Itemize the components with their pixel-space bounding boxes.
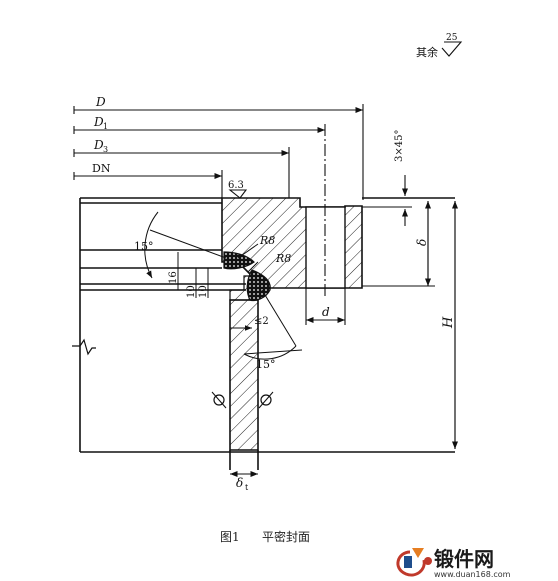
dim-D1-sub: 1 [103, 122, 108, 131]
watermark-name: 锻件网 [434, 547, 494, 571]
roughness-symbol-63 [228, 189, 248, 199]
dim-delta-t-sub: t [245, 483, 249, 492]
radius-label-upper: R8 [259, 234, 275, 247]
dim-10-a: 10 [186, 285, 197, 298]
dim-DN: DN [92, 162, 111, 175]
dim-10-b: 10 [198, 285, 209, 298]
gasket-upper [223, 251, 255, 270]
angle-label-lower: 15° [256, 358, 276, 371]
weld-symbol-left [213, 394, 225, 406]
dim-H: H [441, 316, 456, 329]
dim-D3-sub: 3 [103, 145, 108, 154]
le2-label: ≤2 [254, 316, 269, 327]
dim-D1: D [93, 115, 104, 129]
dim-D: D [95, 95, 106, 109]
roughness-symbol-top [441, 41, 463, 57]
dim-D3: D [93, 138, 104, 152]
watermark-url: www.duan168.com [434, 570, 511, 579]
dim-d: d [322, 305, 330, 319]
dim-16: 16 [168, 271, 179, 284]
chamfer-label: 3×45° [394, 130, 405, 162]
figure-title: 平密封面 [262, 529, 310, 544]
break-symbol [72, 338, 96, 356]
weld-symbol-right [260, 394, 272, 406]
surface-finish-value: 6.3 [228, 180, 244, 191]
dim-delta: δ [415, 239, 429, 246]
radius-label-lower: R8 [275, 252, 291, 265]
roughness-value: 25 [446, 33, 458, 43]
roughness-prefix: 其余 [416, 45, 438, 59]
dim-delta-t: δ [236, 476, 243, 490]
angle-label-upper: 15° [134, 240, 154, 253]
figure-number: 图1 [220, 530, 240, 544]
gasket-lower [246, 269, 271, 302]
watermark-logo [396, 548, 432, 577]
